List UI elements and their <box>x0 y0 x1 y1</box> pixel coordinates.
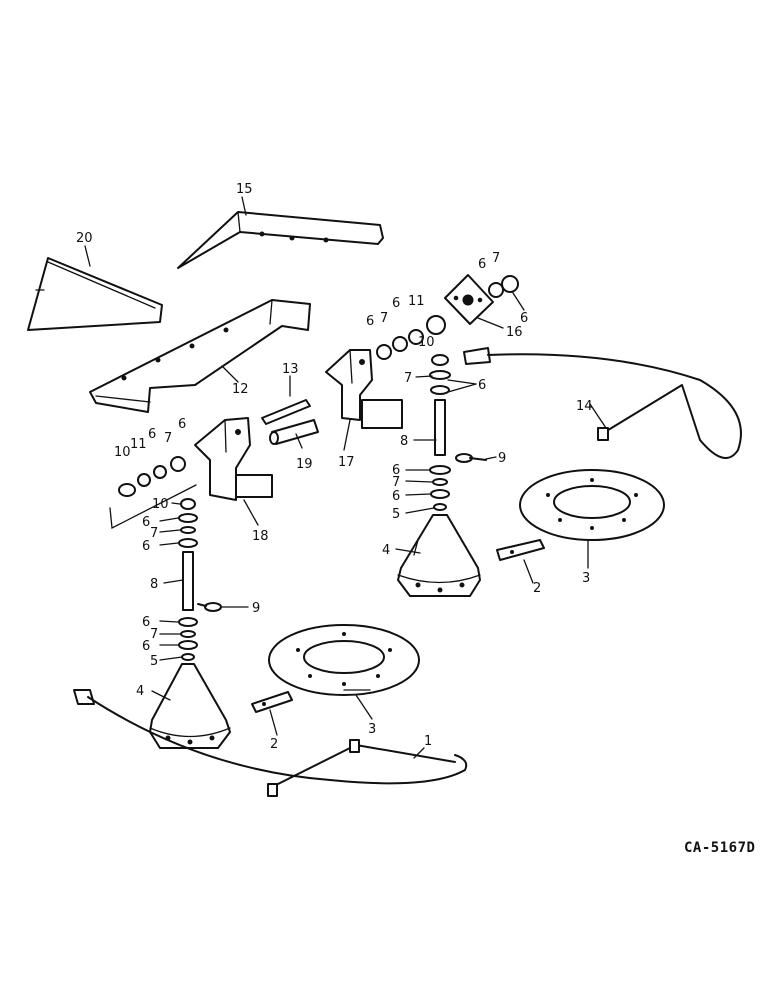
callout-7-l2: 7 <box>150 526 158 541</box>
callout-8-right: 8 <box>400 434 408 449</box>
part-1-guard <box>73 689 468 797</box>
part-17-mount <box>325 349 403 429</box>
part-12-bracket <box>89 299 311 413</box>
part-20-shield <box>27 257 163 331</box>
part-4-cone-left <box>149 663 231 749</box>
part-2-blade-right <box>496 539 545 561</box>
callout-9-right: 9 <box>498 451 506 466</box>
callout-4-left: 4 <box>136 684 144 699</box>
part-18-mount <box>194 417 273 501</box>
callout-5-left: 5 <box>150 654 158 669</box>
callout-6-r4: 6 <box>520 311 528 326</box>
callout-15: 15 <box>236 182 253 197</box>
part-19-sleeve <box>269 419 319 445</box>
callout-4-right: 4 <box>382 543 390 558</box>
part-13-pin <box>261 399 311 425</box>
part-15-panel <box>177 211 384 269</box>
callout-10-right: 10 <box>418 335 435 350</box>
callout-6-r2: 6 <box>366 314 374 329</box>
callout-7-r2: 7 <box>492 251 500 266</box>
part-3-disc-left <box>268 624 420 696</box>
drawing-number: CA-5167D <box>684 840 755 856</box>
callout-17: 17 <box>338 455 355 470</box>
callout-11-right: 11 <box>408 294 425 309</box>
callout-6-l1: 6 <box>148 427 156 442</box>
callout-7-r1: 7 <box>380 311 388 326</box>
part-3-disc-right <box>519 469 665 541</box>
leader-lines <box>84 196 607 759</box>
right-bearing-stack <box>376 275 519 511</box>
callout-6-r5: 6 <box>478 378 486 393</box>
callout-1: 1 <box>424 734 432 749</box>
callout-14: 14 <box>576 399 593 414</box>
callout-16: 16 <box>506 325 523 340</box>
callout-3-left: 3 <box>368 722 376 737</box>
callout-18: 18 <box>252 529 269 544</box>
callout-11-left: 11 <box>130 437 147 452</box>
callout-9-left: 9 <box>252 601 260 616</box>
callout-6-l6: 6 <box>142 639 150 654</box>
callout-6-r7: 6 <box>392 489 400 504</box>
part-14-guard <box>463 347 742 459</box>
part-9-key-left <box>197 602 222 612</box>
callout-12: 12 <box>232 382 249 397</box>
callout-7-r4: 7 <box>392 475 400 490</box>
callout-3-right: 3 <box>582 571 590 586</box>
callout-2-right: 2 <box>533 581 541 596</box>
callout-7-r3: 7 <box>404 371 412 386</box>
callout-6-r3: 6 <box>478 257 486 272</box>
part-4-cone-right <box>397 514 481 597</box>
callout-10-left-b: 10 <box>152 497 169 512</box>
callout-8-left: 8 <box>150 577 158 592</box>
callout-6-l3: 6 <box>142 515 150 530</box>
callout-19: 19 <box>296 457 313 472</box>
callout-6-r6: 6 <box>392 463 400 478</box>
callout-7-l3: 7 <box>150 627 158 642</box>
callout-7-l1: 7 <box>164 431 172 446</box>
callout-10-left-a: 10 <box>114 445 131 460</box>
callout-20: 20 <box>76 231 93 246</box>
left-bearing-stack <box>109 456 198 661</box>
callout-5-right: 5 <box>392 507 400 522</box>
callout-13: 13 <box>282 362 299 377</box>
part-2-blade-left <box>251 691 293 713</box>
callout-6-r1: 6 <box>392 296 400 311</box>
part-9-key-right <box>455 453 487 463</box>
callout-labels: 20 15 12 13 19 18 17 16 14 10 11 6 7 6 6… <box>76 182 593 752</box>
callout-6-l5: 6 <box>142 615 150 630</box>
part-16-plate <box>444 274 494 325</box>
callout-6-l2: 6 <box>178 417 186 432</box>
callout-6-l4: 6 <box>142 539 150 554</box>
callout-2-left: 2 <box>270 737 278 752</box>
